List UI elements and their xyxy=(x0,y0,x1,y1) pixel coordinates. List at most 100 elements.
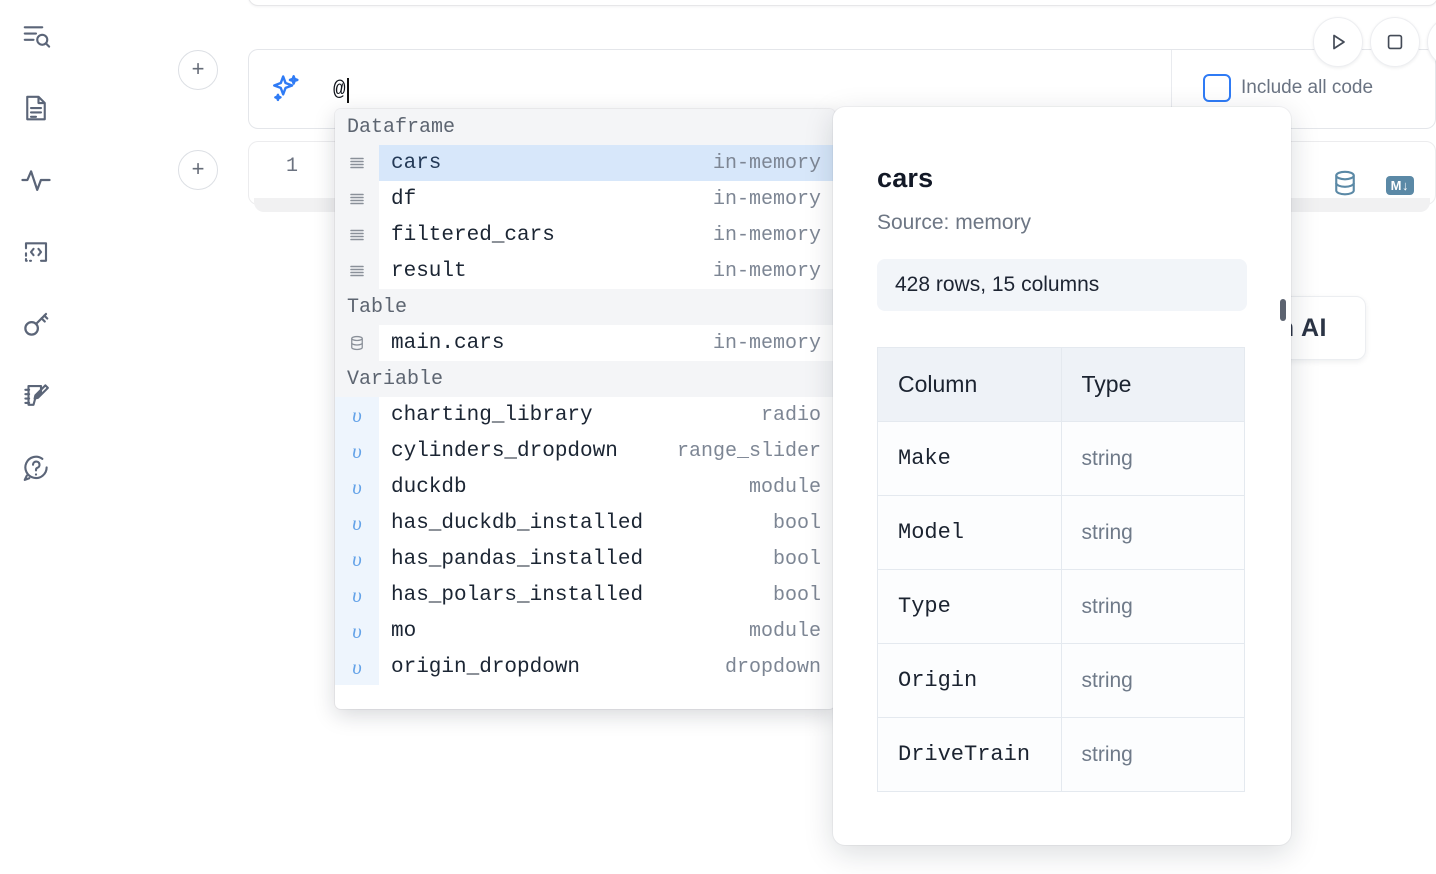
autocomplete-item-name: cylinders_dropdown xyxy=(391,439,618,463)
run-button[interactable] xyxy=(1313,17,1363,67)
autocomplete-item-type: in-memory xyxy=(712,331,821,355)
table-header-row: Column Type xyxy=(877,347,1245,422)
file-text-icon[interactable] xyxy=(14,86,58,130)
autocomplete-item-type: bool xyxy=(772,511,821,535)
column-header-column: Column xyxy=(877,347,1062,422)
schema-column-name: DriveTrain xyxy=(877,717,1062,792)
variable-icon: υ xyxy=(335,541,379,577)
autocomplete-item[interactable]: cars in-memory xyxy=(335,145,835,181)
autocomplete-item-name: main.cars xyxy=(391,331,505,355)
autocomplete-item-name: has_pandas_installed xyxy=(391,547,644,571)
docs-shape-badge: 428 rows, 15 columns xyxy=(877,259,1247,311)
autocomplete-item[interactable]: main.cars in-memory xyxy=(335,325,835,361)
autocomplete-item[interactable]: υ has_duckdb_installed bool xyxy=(335,505,835,541)
schema-column-name: Model xyxy=(877,495,1062,570)
schema-column-type: string xyxy=(1060,643,1245,718)
include-all-code-row[interactable]: Include all code xyxy=(1203,74,1373,102)
activity-pulse-icon[interactable] xyxy=(14,158,58,202)
ai-prompt-value: @ xyxy=(333,78,346,102)
variable-icon: υ xyxy=(335,433,379,469)
variable-icon: υ xyxy=(335,649,379,685)
include-all-code-label: Include all code xyxy=(1241,77,1374,98)
schema-column-name: Origin xyxy=(877,643,1062,718)
autocomplete-item-name: has_duckdb_installed xyxy=(391,511,644,535)
autocomplete-item-type: range_slider xyxy=(676,439,821,463)
autocomplete-item-type: module xyxy=(748,619,821,643)
autocomplete-item-name: duckdb xyxy=(391,475,467,499)
docs-panel: cars Source: memory 428 rows, 15 columns… xyxy=(833,107,1291,845)
dataframe-icon xyxy=(335,217,379,253)
autocomplete-item-name: cars xyxy=(391,151,442,175)
outline-search-icon[interactable] xyxy=(14,14,58,58)
markdown-badge-label: M↓ xyxy=(1390,178,1409,193)
autocomplete-item-name: result xyxy=(391,259,467,283)
autocomplete-item-type: module xyxy=(748,475,821,499)
autocomplete-item-type: in-memory xyxy=(712,151,821,175)
left-icon-rail xyxy=(0,0,72,874)
docs-title: cars xyxy=(877,163,934,193)
docs-scrollbar-thumb[interactable] xyxy=(1280,299,1286,321)
notebook-pencil-icon[interactable] xyxy=(14,374,58,418)
markdown-badge[interactable]: M↓ xyxy=(1385,176,1414,195)
add-cell-below-button[interactable]: + xyxy=(178,150,218,190)
schema-column-type: string xyxy=(1060,717,1245,792)
variable-icon: υ xyxy=(335,397,379,433)
autocomplete-item[interactable]: υ cylinders_dropdown range_slider xyxy=(335,433,835,469)
autocomplete-item-type: in-memory xyxy=(712,187,821,211)
column-header-type: Type xyxy=(1060,347,1245,422)
autocomplete-item-name: df xyxy=(391,187,417,211)
autocomplete-list: Dataframe cars in-memory df in-memory filtere… xyxy=(335,109,835,685)
autocomplete-item-name: has_polars_installed xyxy=(391,583,644,607)
autocomplete-section-header: Dataframe xyxy=(335,109,835,145)
ai-prompt-input[interactable]: @ xyxy=(333,72,349,108)
plus-glyph: + xyxy=(191,56,205,81)
ai-bar-divider xyxy=(1171,50,1172,130)
dataframe-icon xyxy=(335,253,379,289)
autocomplete-item-name: charting_library xyxy=(391,403,593,427)
database-icon xyxy=(335,325,379,361)
variable-icon: υ xyxy=(335,505,379,541)
autocomplete-item-type: in-memory xyxy=(712,259,821,283)
dataframe-icon xyxy=(335,181,379,217)
variable-icon: υ xyxy=(335,613,379,649)
autocomplete-dropdown[interactable]: Dataframe cars in-memory df in-memory filtere… xyxy=(335,109,835,709)
stop-button[interactable] xyxy=(1370,17,1420,67)
autocomplete-item[interactable]: df in-memory xyxy=(335,181,835,217)
schema-column-type: string xyxy=(1060,569,1245,644)
sparkles-icon xyxy=(269,72,303,106)
autocomplete-section-header: Table xyxy=(335,289,835,325)
autocomplete-item-type: dropdown xyxy=(724,655,821,679)
autocomplete-item[interactable]: υ origin_dropdown dropdown xyxy=(335,649,835,685)
variable-icon: υ xyxy=(335,469,379,505)
help-chat-icon[interactable] xyxy=(14,446,58,490)
stop-square-icon xyxy=(1387,34,1403,50)
code-brackets-icon[interactable] xyxy=(14,230,58,274)
docs-source: Source: memory xyxy=(877,211,1032,234)
autocomplete-item[interactable]: result in-memory xyxy=(335,253,835,289)
key-icon[interactable] xyxy=(14,302,58,346)
dataframe-icon xyxy=(335,145,379,181)
database-icon[interactable] xyxy=(1330,168,1360,203)
autocomplete-item-name: filtered_cars xyxy=(391,223,555,247)
autocomplete-item-name: origin_dropdown xyxy=(391,655,581,679)
variable-icon: υ xyxy=(335,577,379,613)
add-cell-above-button[interactable]: + xyxy=(178,50,218,90)
text-caret xyxy=(346,77,349,103)
include-all-code-checkbox[interactable] xyxy=(1203,74,1231,102)
previous-cell-edge xyxy=(248,0,1436,6)
schema-column-type: string xyxy=(1060,421,1245,496)
cell-action-icons: M↓ xyxy=(1330,168,1414,203)
schema-column-name: Make xyxy=(877,421,1062,496)
